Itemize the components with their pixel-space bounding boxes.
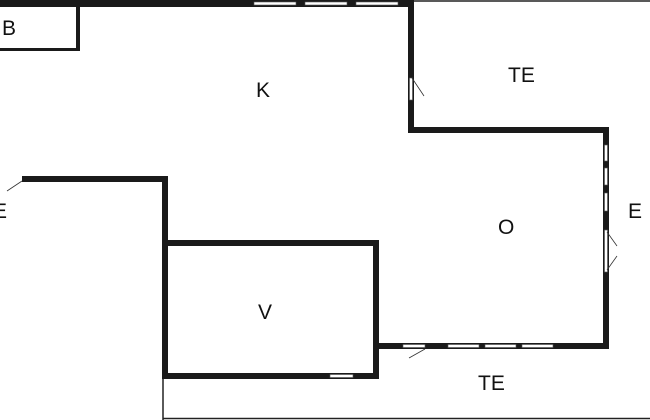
room-label-e-right: E (628, 200, 642, 223)
room-labels: B K TE E E O V TE (0, 17, 642, 395)
windows (253, 1, 608, 378)
room-label-b: B (2, 17, 16, 40)
room-label-te-top: TE (508, 64, 535, 87)
room-label-te-bottom: TE (478, 372, 505, 395)
room-label-v: V (258, 301, 272, 324)
walls (0, 0, 609, 379)
room-label-k: K (256, 79, 270, 102)
room-label-e-left: E (0, 200, 7, 223)
doors (0, 77, 618, 359)
room-label-o: O (498, 216, 514, 239)
